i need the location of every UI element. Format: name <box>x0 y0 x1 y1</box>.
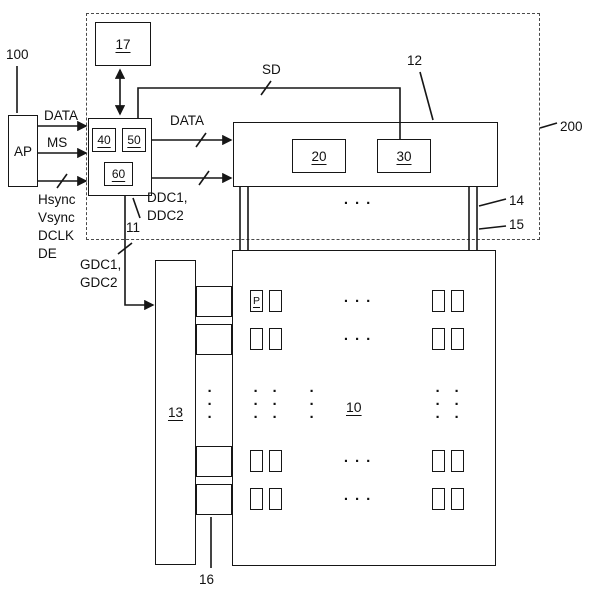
block-50-label: 50 <box>127 133 141 147</box>
block-60-label: 60 <box>111 167 126 181</box>
pixel-rect <box>269 328 282 350</box>
ellipsis-row: · · · <box>343 491 373 508</box>
pixel-rect <box>250 450 263 472</box>
block-60: 60 <box>104 162 133 186</box>
signal-ms: MS <box>47 135 68 150</box>
pixel-rect <box>269 450 282 472</box>
block-13-label: 13 <box>167 405 184 420</box>
ellipsis-data-lines: · · · <box>343 195 373 212</box>
pixel-rect <box>451 450 464 472</box>
pixel-rect <box>269 290 282 312</box>
signal-ddc: DDC1, DDC2 <box>147 190 188 223</box>
bus-slash-sync <box>56 173 68 189</box>
ellipsis-row: · · · <box>343 331 373 348</box>
ap-label: AP <box>13 143 32 159</box>
block-30-label: 30 <box>396 148 412 164</box>
pixel-rect <box>432 488 445 510</box>
signal-sync-group: Hsync Vsync DCLK DE <box>38 192 76 261</box>
pixel-rect <box>250 328 263 350</box>
block-17: 17 <box>95 22 151 66</box>
block-20: 20 <box>292 139 346 173</box>
pixel-rect <box>432 450 445 472</box>
pixel-rect <box>432 290 445 312</box>
block-40-label: 40 <box>97 133 111 147</box>
ellipsis-gate-lines: · · · <box>207 383 213 426</box>
gate-line-connector <box>196 286 232 317</box>
ellipsis-column: · · · <box>253 383 259 426</box>
ref-16: 16 <box>199 572 215 587</box>
block-30: 30 <box>377 139 431 173</box>
ref-12: 12 <box>407 53 423 68</box>
leader-line-200 <box>539 122 558 129</box>
block-40: 40 <box>92 128 116 152</box>
ellipsis-row: · · · <box>343 453 373 470</box>
block-13: 13 <box>155 260 196 565</box>
block-12 <box>233 122 498 187</box>
ellipsis-column: · · · <box>309 383 315 426</box>
ellipsis-column: · · · <box>272 383 278 426</box>
signal-sd: SD <box>262 62 281 77</box>
pixel-rect <box>451 488 464 510</box>
bus-slash-gdc <box>117 242 133 255</box>
pixel-rect <box>432 328 445 350</box>
pixel-rect <box>250 488 263 510</box>
signal-gdc: GDC1, GDC2 <box>80 257 122 290</box>
ap-box: AP <box>8 115 38 187</box>
ref-11: 11 <box>126 220 141 235</box>
pixel-rect <box>451 328 464 350</box>
block-17-label: 17 <box>115 36 131 52</box>
block-20-label: 20 <box>311 148 327 164</box>
gate-line-connector <box>196 484 232 515</box>
pixel-rect <box>269 488 282 510</box>
pixel-cell-p: P <box>250 290 263 312</box>
signal-data-in: DATA <box>44 108 79 123</box>
pixel-rect <box>451 290 464 312</box>
ellipsis-column: · · · <box>435 383 441 426</box>
block-50: 50 <box>122 128 146 152</box>
pixel-label: P <box>252 295 260 307</box>
signal-data-out: DATA <box>170 113 205 128</box>
ref-100: 100 <box>6 47 29 62</box>
ref-15: 15 <box>509 217 525 232</box>
ellipsis-row: · · · <box>343 293 373 310</box>
ellipsis-column: · · · <box>454 383 460 426</box>
ref-200: 200 <box>560 119 583 134</box>
gate-line-connector <box>196 446 232 477</box>
ref-14: 14 <box>509 193 525 208</box>
gate-line-connector <box>196 324 232 355</box>
ref-10: 10 <box>346 399 362 415</box>
